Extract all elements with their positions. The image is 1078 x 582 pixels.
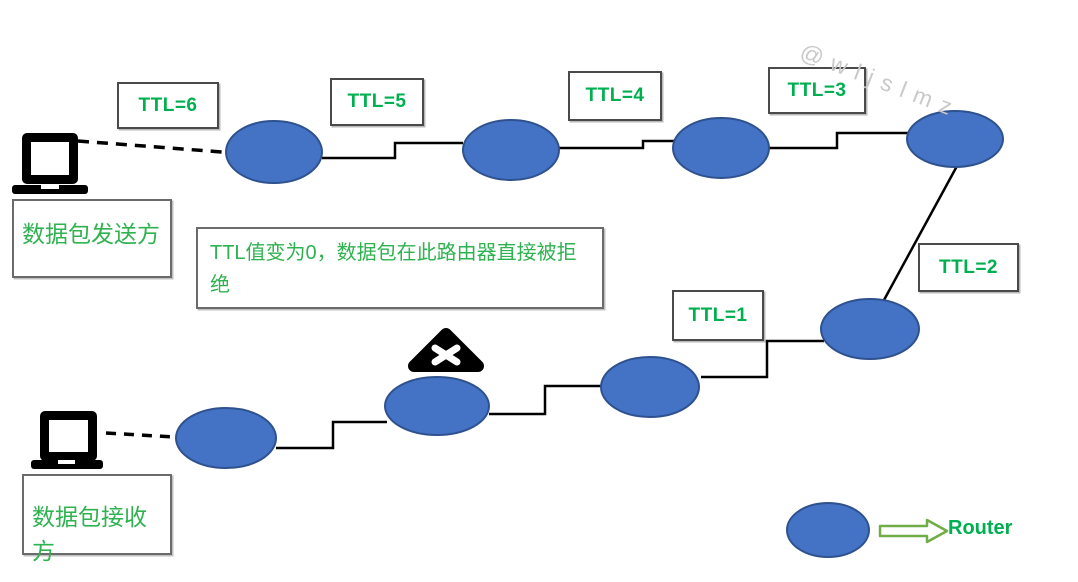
ttl-label-3: TTL=3 [768,67,866,114]
ttl-label-4: TTL=4 [568,71,662,121]
dashed-link-receiver [105,431,175,439]
connector-router1-router2 [322,141,463,160]
sender-label-box: 数据包发送方 [12,199,172,278]
ttl-zero-note-box: TTL值变为0，数据包在此路由器直接被拒绝 [196,227,604,309]
router-node-1 [225,120,323,184]
ttl-label-6: TTL=6 [117,82,219,129]
legend-router-label: Router [948,517,1013,539]
ttl-label-1: TTL=1 [672,290,764,341]
router-node-2 [462,119,560,181]
receiver-label-box: 数据包接收方 [22,474,172,564]
connector-router4-router5 [882,165,959,301]
ttl-label-5: TTL=5 [330,78,424,126]
legend-arrow-icon [878,518,949,544]
sender-laptop-icon [12,133,88,194]
connector-router5-router6 [701,339,824,379]
legend-router-node [786,502,870,558]
reject-warning-icon [408,328,484,372]
connector-router2-router3 [559,139,676,150]
ttl-label-2: TTL=2 [918,243,1019,292]
receiver-laptop-icon [31,411,103,469]
router-node-6 [600,356,700,418]
connector-router6-router7 [489,384,601,416]
router-node-5 [820,298,920,360]
router-node-8 [175,407,277,469]
connector-router7-router8 [276,420,387,450]
dashed-link-sender [77,139,223,154]
router-node-3 [672,117,770,179]
router-node-7-rejecting [384,376,490,436]
router-node-4 [906,110,1004,168]
connector-router3-router4 [769,131,910,150]
